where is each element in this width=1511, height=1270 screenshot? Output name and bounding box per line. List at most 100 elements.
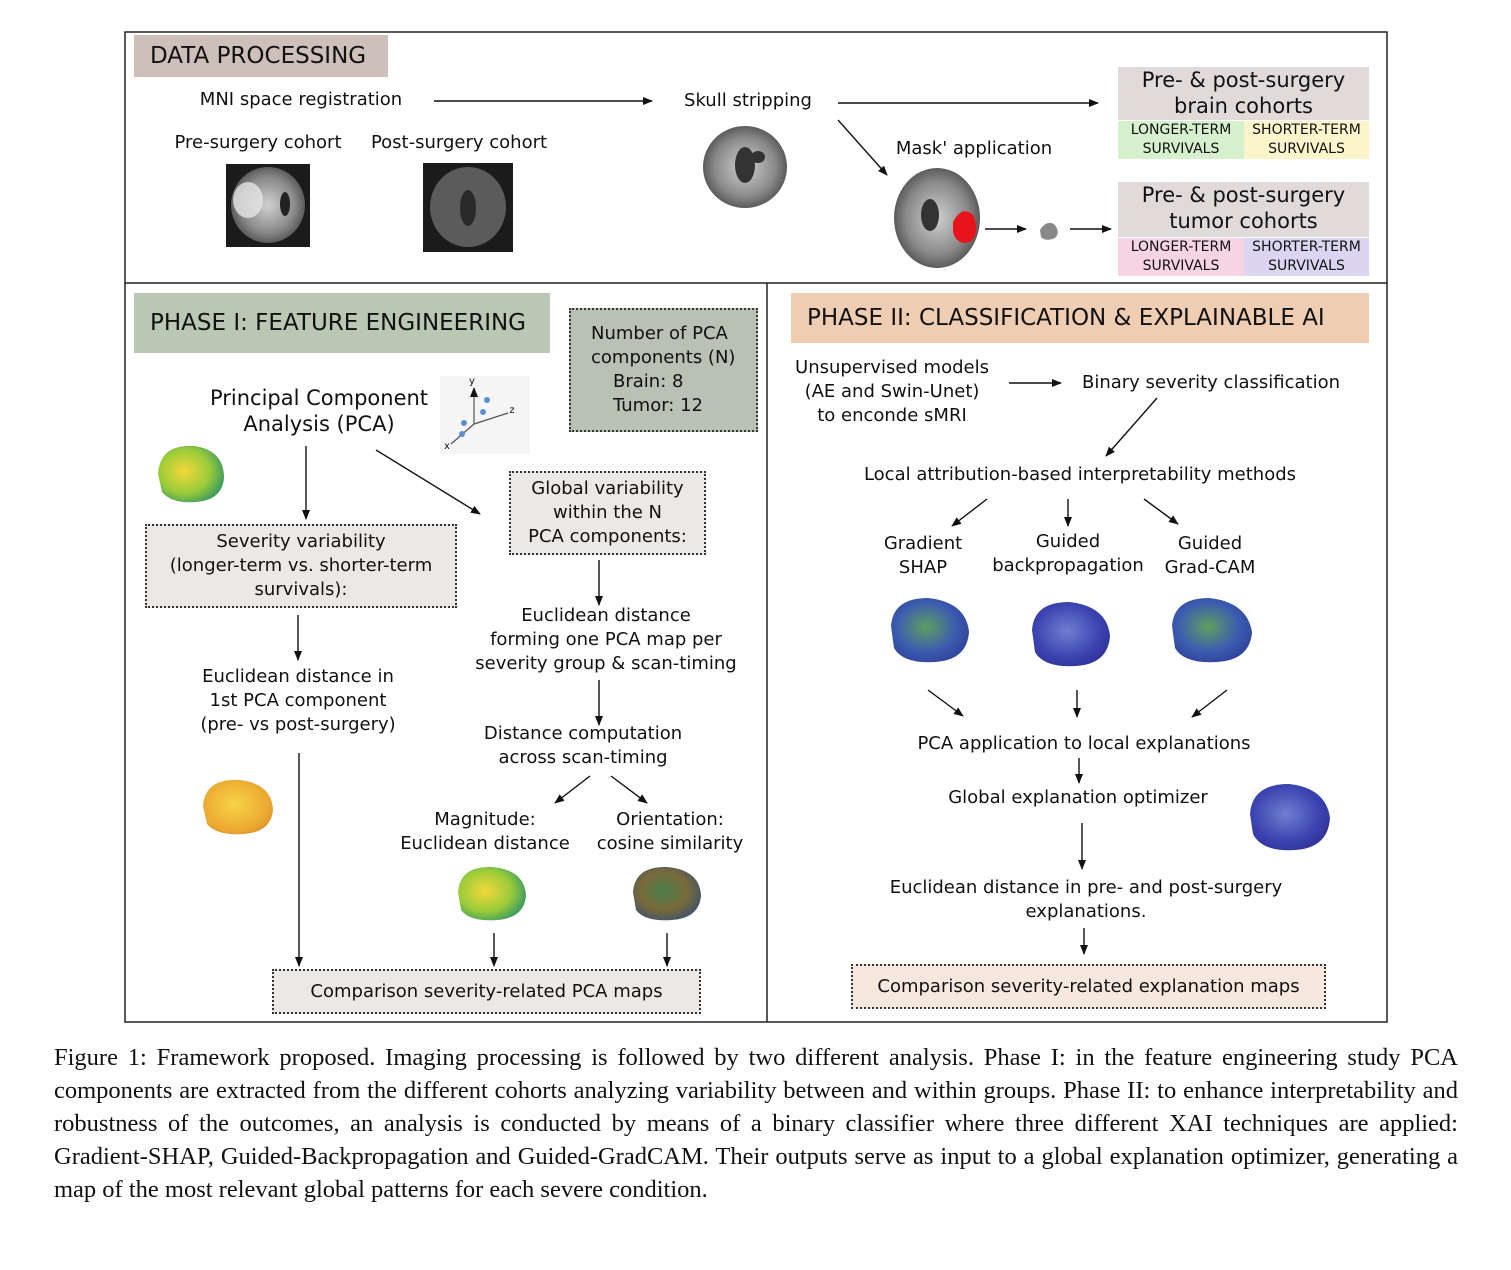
phase1-arrows <box>294 446 671 967</box>
brain-cohorts-box: Pre- & post-surgery brain cohorts <box>1118 67 1369 120</box>
skull-stripped-image <box>703 126 787 208</box>
orientation-line2: cosine similarity <box>596 833 744 854</box>
binary-classification-label: Binary severity classification <box>1081 372 1340 393</box>
distcomp-line2: across scan-timing <box>498 747 668 768</box>
eucl-exp-line1: Euclidean distance in pre- and post-surg… <box>889 877 1283 898</box>
post-surgery-cohort-label: Post-surgery cohort <box>370 132 548 153</box>
diagram-canvas <box>124 31 1388 1023</box>
distance-computation-label: Distance computation across scan-timing <box>470 722 696 770</box>
severity-variability-box: Severity variability (longer-term vs. sh… <box>145 524 457 608</box>
tumor-extract-image <box>1040 222 1058 240</box>
brain-render-pca <box>158 445 224 503</box>
pca-label: Principal Component Analysis (PCA) <box>200 385 438 437</box>
gcam-line2: Grad-CAM <box>1164 557 1256 578</box>
n-box-line1: Number of PCA <box>591 323 728 344</box>
severity-line3: survivals): <box>254 579 348 600</box>
local-interpretability-label: Local attribution-based interpretability… <box>863 464 1297 485</box>
tag-line: SHORTER-TERM <box>1252 122 1361 138</box>
gshap-line1: Gradient <box>883 533 963 554</box>
global-line2: within the N <box>552 502 663 523</box>
unsup-line2: (AE and Swin-Unet) <box>804 381 980 402</box>
mni-registration-label: MNI space registration <box>199 89 403 110</box>
euclidean-explanations-label: Euclidean distance in pre- and post-surg… <box>866 876 1306 924</box>
eucl1-line2: 1st PCA component <box>209 690 387 711</box>
n-box-brain: Brain: 8 <box>613 371 684 392</box>
tag-line: SURVIVALS <box>1268 258 1345 274</box>
gbp-line2: backpropagation <box>992 555 1144 576</box>
magnitude-line1: Magnitude: <box>434 809 536 830</box>
data-processing-header: DATA PROCESSING <box>134 35 388 77</box>
pca-line1: Principal Component <box>209 386 429 410</box>
severity-line2: (longer-term vs. shorter-term <box>169 555 433 576</box>
global-variability-box: Global variability within the N PCA comp… <box>509 471 706 555</box>
tag-line: LONGER-TERM <box>1130 122 1232 138</box>
gshap-line2: SHAP <box>898 557 948 578</box>
brain-render-orientation <box>633 866 701 921</box>
eucl2-line3: severity group & scan-timing <box>475 653 737 674</box>
eucl2-line2: forming one PCA map per <box>490 629 722 650</box>
eucl2-line1: Euclidean distance <box>521 605 691 626</box>
magnitude-line2: Euclidean distance <box>400 833 570 854</box>
distcomp-line1: Distance computation <box>483 723 683 744</box>
severity-line1: Severity variability <box>216 531 386 552</box>
pre-surgery-mri-image <box>226 164 310 247</box>
global-line1: Global variability <box>531 478 684 499</box>
phase1-header: PHASE I: FEATURE ENGINEERING <box>134 293 550 353</box>
masked-brain-image <box>894 168 980 268</box>
tag-line: SURVIVALS <box>1142 141 1220 157</box>
tag-line: SURVIVALS <box>1268 141 1345 157</box>
tag-line: LONGER-TERM <box>1130 239 1232 255</box>
gbp-line1: Guided <box>1035 531 1101 552</box>
figure-caption: Figure 1: Framework proposed. Imaging pr… <box>54 1044 1458 1203</box>
brain-render-global-explanation <box>1250 784 1330 851</box>
global-line3: PCA components: <box>528 526 687 547</box>
phase2-header: PHASE II: CLASSIFICATION & EXPLAINABLE A… <box>791 293 1369 343</box>
axis-z-label: z <box>509 405 515 416</box>
pca-maps-comparison-box: Comparison severity-related PCA maps <box>272 969 701 1014</box>
orientation-line1: Orientation: <box>616 809 724 830</box>
axis-y-label: y <box>469 376 475 387</box>
axis-x-label: x <box>444 441 450 452</box>
tumor-mask <box>953 211 977 243</box>
brain-render-gradient-shap <box>891 598 969 663</box>
pca-axes-icon <box>440 376 530 454</box>
eucl1-line3: (pre- vs post-surgery) <box>200 714 396 735</box>
magnitude-label: Magnitude: Euclidean distance <box>392 808 578 856</box>
brain-cohorts-line1: Pre- & post-surgery <box>1141 68 1346 92</box>
n-box-line2: components (N) <box>591 347 736 368</box>
n-box-tumor: Tumor: 12 <box>613 395 703 416</box>
explanation-maps-comparison-box: Comparison severity-related explanation … <box>851 964 1326 1009</box>
brain-longer-term-tag: LONGER-TERM SURVIVALS <box>1118 121 1244 159</box>
brain-render-magnitude <box>458 866 526 921</box>
tumor-shorter-term-tag: SHORTER-TERM SURVIVALS <box>1244 238 1369 276</box>
orientation-label: Orientation: cosine similarity <box>588 808 752 856</box>
guided-backprop-label: Guided backpropagation <box>982 530 1154 578</box>
unsup-line3: to enconde sMRI <box>817 405 967 426</box>
pca-application-label: PCA application to local explanations <box>917 733 1251 754</box>
phase2-arrows <box>927 379 1228 955</box>
brain-cohorts-line2: brain cohorts <box>1173 94 1313 118</box>
euclidean-pca-map-label: Euclidean distance forming one PCA map p… <box>458 604 754 676</box>
brain-shorter-term-tag: SHORTER-TERM SURVIVALS <box>1244 121 1369 159</box>
brain-render-guided-gradcam <box>1172 598 1252 663</box>
tumor-cohorts-line1: Pre- & post-surgery <box>1141 183 1346 207</box>
gradient-shap-label: Gradient SHAP <box>883 532 963 580</box>
eucl1-line1: Euclidean distance in <box>202 666 394 687</box>
data-processing-arrows <box>434 97 1112 233</box>
pre-surgery-cohort-label: Pre-surgery cohort <box>174 132 342 153</box>
euclidean-first-component-label: Euclidean distance in 1st PCA component … <box>160 665 436 737</box>
post-surgery-mri-image <box>423 163 513 252</box>
eucl-exp-line2: explanations. <box>1025 901 1147 922</box>
tag-line: SHORTER-TERM <box>1252 239 1361 255</box>
pca-components-count-box: Number of PCA components (N) Brain: 8 Tu… <box>569 308 758 432</box>
unsup-line1: Unsupervised models <box>795 357 989 378</box>
brain-render-orange <box>203 779 273 835</box>
global-optimizer-label: Global explanation optimizer <box>948 787 1208 808</box>
tumor-cohorts-box: Pre- & post-surgery tumor cohorts <box>1118 182 1369 237</box>
skull-stripping-label: Skull stripping <box>684 90 812 111</box>
guided-gradcam-label: Guided Grad-CAM <box>1160 532 1260 580</box>
tumor-longer-term-tag: LONGER-TERM SURVIVALS <box>1118 238 1244 276</box>
tumor-cohorts-line2: tumor cohorts <box>1169 209 1318 233</box>
pca-line2: Analysis (PCA) <box>243 412 395 436</box>
tag-line: SURVIVALS <box>1142 258 1220 274</box>
